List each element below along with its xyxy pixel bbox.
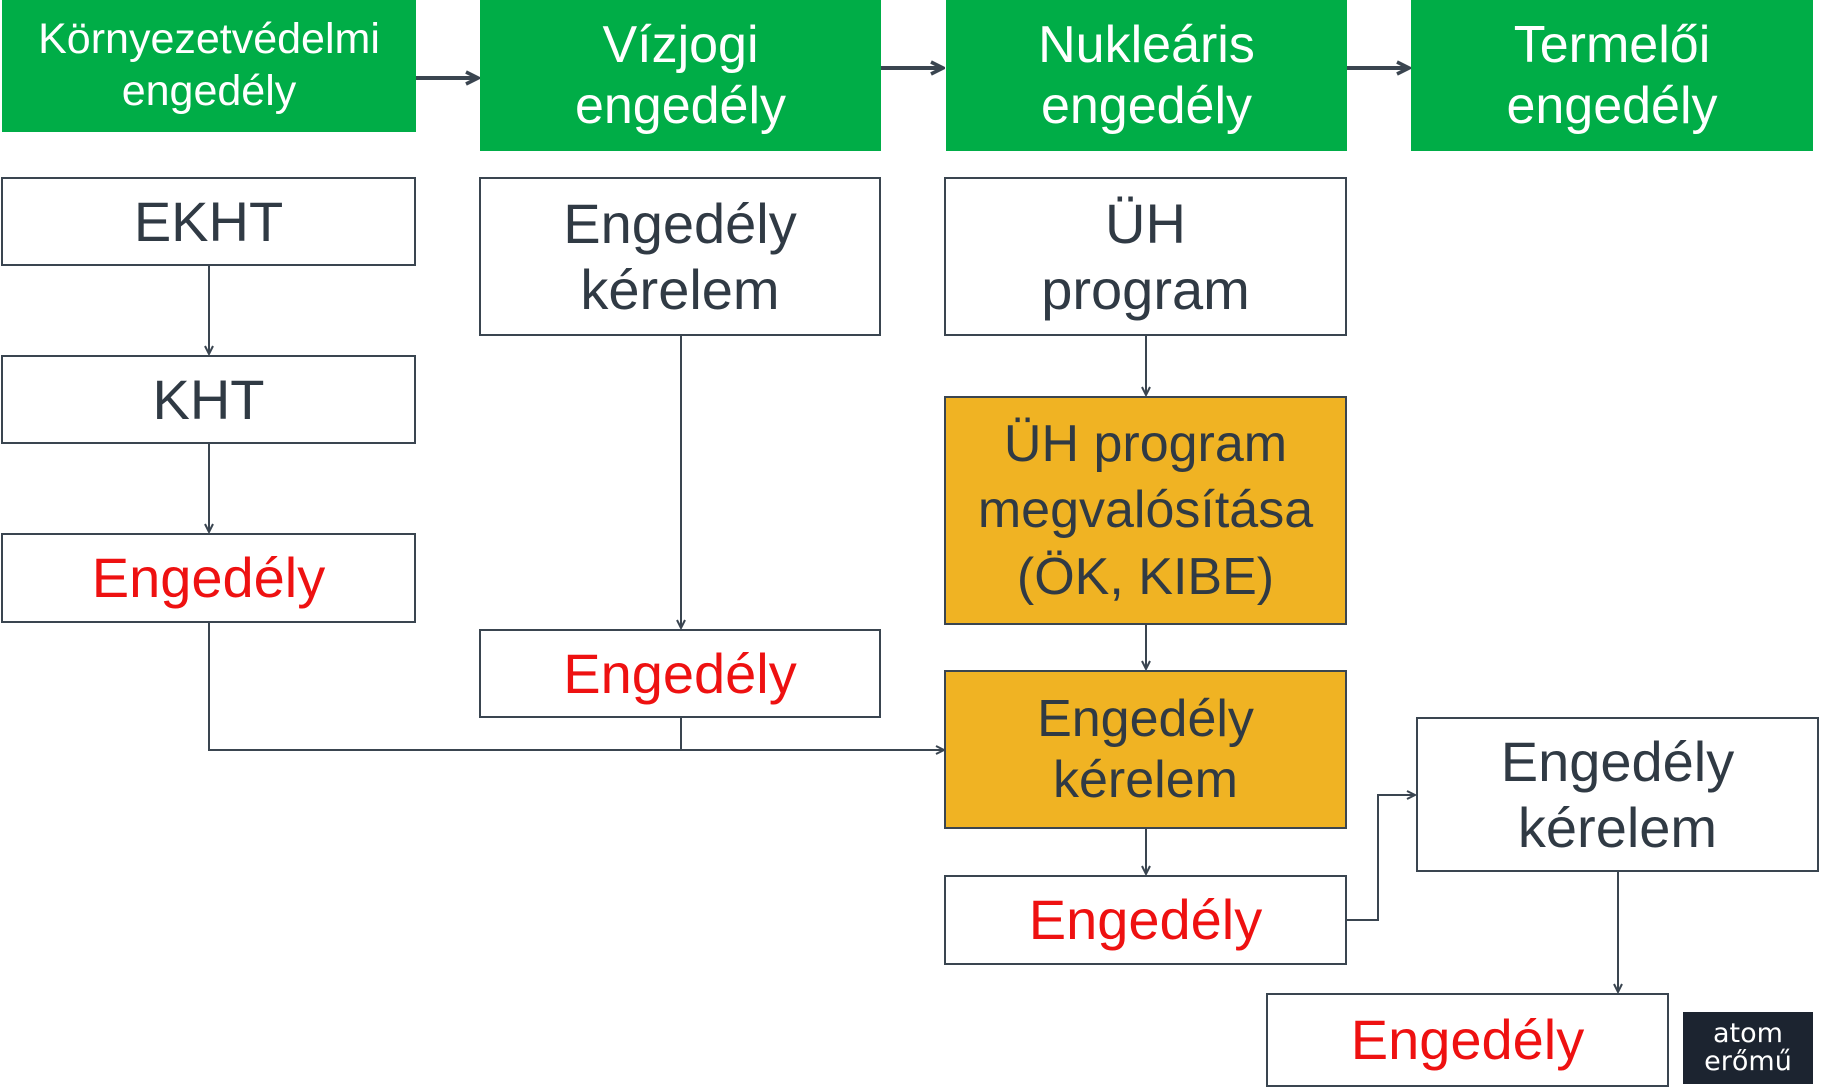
permit-label: Engedély	[1350, 1008, 1585, 1072]
stage-water-rights: Vízjogi engedély	[480, 0, 881, 151]
stage-label-line2: engedély	[574, 76, 787, 135]
box-label-line1: Engedély	[1500, 729, 1735, 793]
stage-label-line2: engedély	[1040, 76, 1253, 135]
box-label-line2: kérelem	[1053, 750, 1238, 809]
box-label-line1: Engedély	[1037, 689, 1254, 748]
nuclear-program-box: ÜH program	[944, 177, 1347, 336]
logo-line2: erőmű	[1704, 1046, 1792, 1077]
stage-label-line2: engedély	[121, 67, 297, 115]
box-label-line2: program	[1041, 257, 1250, 321]
stage-nuclear: Nukleáris engedély	[946, 0, 1347, 151]
water-request-box: Engedély kérelem	[479, 177, 881, 336]
nuclear-program-implementation-box: ÜH program megvalósítása (ÖK, KIBE)	[944, 396, 1347, 625]
box-label-line1: ÜH	[1105, 191, 1186, 255]
nuclear-permit-box: Engedély	[944, 875, 1347, 965]
box-label-line2: kérelem	[580, 257, 780, 321]
box-label-line1: Engedély	[563, 191, 797, 255]
stage-label-line1: Környezetvédelmi	[38, 15, 380, 64]
stage-label-line2: engedély	[1506, 76, 1718, 135]
arrow-env-permit-to-nuclear-request	[208, 623, 944, 750]
env-kht-box: KHT	[1, 355, 416, 444]
box-label-line2: kérelem	[1517, 795, 1718, 859]
logo-line1: atom	[1713, 1018, 1783, 1050]
stage-label-line1: Termelői	[1513, 15, 1711, 74]
box-label-line2: megvalósítása	[977, 481, 1314, 540]
stage-production: Termelői engedély	[1411, 0, 1813, 151]
arrow-nuclear-permit-to-production-request	[1347, 795, 1415, 921]
water-permit-box: Engedély	[479, 629, 881, 718]
permit-label: Engedély	[91, 546, 326, 610]
box-label-line1: ÜH program	[1003, 414, 1288, 473]
box-label-line3: (ÖK, KIBE)	[1016, 547, 1275, 606]
stage-label-line1: Vízjogi	[602, 15, 759, 74]
production-request-box: Engedély kérelem	[1416, 717, 1819, 872]
box-label: KHT	[152, 367, 265, 431]
stage-label-line1: Nukleáris	[1038, 15, 1255, 74]
env-ekht-box: EKHT	[1, 177, 416, 266]
production-permit-box: Engedély	[1266, 993, 1669, 1087]
stage-environmental: Környezetvédelmi engedély	[2, 0, 416, 132]
permit-label: Engedély	[1028, 888, 1263, 952]
env-permit-box: Engedély	[1, 533, 416, 623]
permit-label: Engedély	[563, 641, 797, 705]
box-label: EKHT	[133, 189, 284, 253]
atomeromu-logo: atom erőmű	[1683, 1012, 1813, 1084]
nuclear-request-box: Engedély kérelem	[944, 670, 1347, 829]
